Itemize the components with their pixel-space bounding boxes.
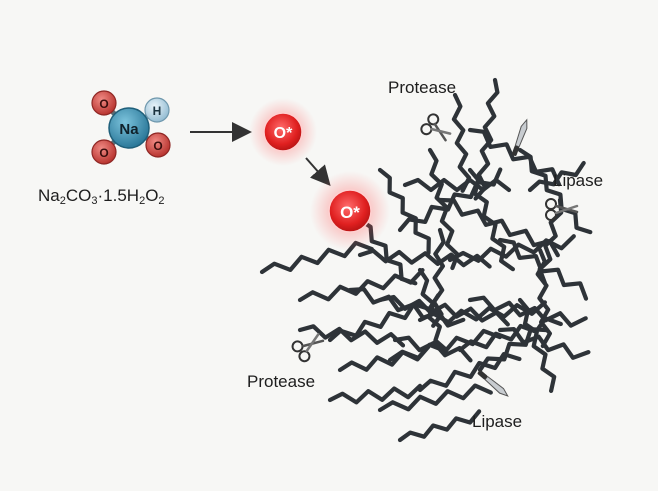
polymer-chain — [327, 383, 423, 405]
polymer-chain — [357, 248, 492, 269]
na-atom-label: Na — [119, 121, 139, 138]
knife-icon — [511, 118, 528, 156]
polymer-chain — [473, 77, 500, 201]
polymer-chain — [392, 335, 473, 363]
oxygen-radical-2: O* — [310, 171, 390, 251]
polymer-chain — [327, 293, 441, 343]
scissors-icon — [545, 198, 579, 221]
radical-label: O* — [340, 203, 360, 222]
molecule-o-atom-left: O — [91, 139, 117, 165]
polymer-chain — [467, 127, 561, 187]
polymer-chain — [377, 167, 431, 255]
molecule-h-atom: H — [144, 97, 170, 123]
polymer-chain — [397, 409, 482, 443]
polymer-chain — [447, 234, 576, 263]
o-atom-label: O — [99, 146, 108, 160]
o-atom-label: O — [153, 139, 162, 153]
chemical-formula: Na2CO3·1.5H2O2 — [38, 186, 165, 207]
h-atom-label: H — [153, 104, 162, 118]
polymer-chain — [402, 177, 512, 193]
polymer-chain — [417, 267, 449, 352]
label-lipase-right: Lipase — [553, 171, 604, 190]
polymer-chain — [451, 92, 472, 193]
polymer-chain — [377, 294, 510, 327]
scissors-icon — [291, 333, 325, 363]
knife-icon — [477, 370, 509, 397]
polymer-chain — [437, 197, 560, 258]
polymer-chain — [517, 297, 557, 393]
polymer-chain — [337, 344, 431, 373]
polymer-chain — [527, 160, 586, 193]
molecule-o-atom-right: O — [145, 132, 171, 158]
polymer-chain — [377, 383, 493, 413]
scissors-icon — [420, 113, 452, 142]
polymer-chain — [427, 147, 460, 271]
polymer-chain — [431, 227, 446, 328]
polymer-chain — [477, 327, 550, 373]
polymer-chain — [537, 197, 564, 285]
o-atom-label: O — [99, 97, 108, 111]
polymer-chain — [457, 316, 563, 353]
arrow-to-second-radical — [305, 157, 331, 187]
polymer-chain — [347, 287, 466, 328]
polymer-chain — [297, 268, 425, 303]
label-lipase-bottom: Lipase — [472, 412, 523, 431]
radical-label: O* — [274, 125, 293, 142]
label-protease-top: Protease — [388, 78, 457, 97]
polymer-chain-network — [259, 77, 593, 443]
polymer-chain — [297, 324, 406, 348]
molecule-na-atom: Na — [108, 107, 150, 149]
oxygen-radical-1: O* — [249, 98, 317, 166]
polymer-chain — [497, 327, 591, 360]
molecule-o-atom-top: O — [91, 90, 117, 116]
label-protease-bottom: Protease — [247, 372, 316, 391]
